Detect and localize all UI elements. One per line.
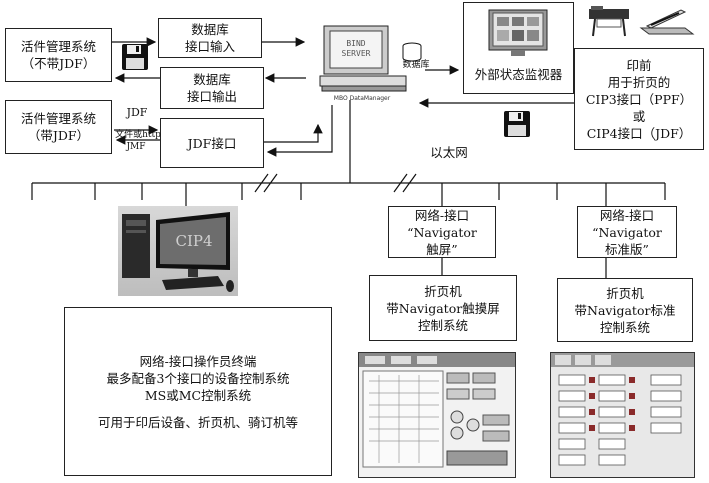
prepress-box: 印前 用于折页的 CIP3接口（PPF） 或 CIP4接口（JDF） — [574, 48, 704, 150]
server-line1: BIND — [346, 39, 365, 48]
box-text: 接口输入 — [184, 39, 235, 54]
box-text: CIP4接口（JDF） — [586, 125, 692, 141]
floppy-disk-icon — [504, 111, 530, 137]
pc-workstation-icon: CIP4 — [122, 212, 234, 292]
server-caption: MBO DataManager — [334, 95, 391, 102]
database-output-box: 数据库 接口输出 — [160, 67, 264, 109]
pc-workstation-photo: CIP4 — [118, 206, 238, 296]
touchscreen-panel-icon — [359, 353, 515, 468]
box-text: 印前 — [626, 57, 652, 73]
box-text: 最多配备3个接口的设备控制系统 — [106, 370, 290, 386]
plotter-icon — [589, 6, 629, 37]
box-text: JDF接口 — [187, 135, 237, 151]
box-text: MS或MC控制系统 — [144, 387, 252, 403]
box-text: “Navigator — [407, 224, 477, 240]
standard-panel-icon — [551, 353, 694, 466]
database-label: 数据库 — [402, 60, 430, 70]
database-input-box: 数据库 接口输入 — [158, 18, 262, 58]
database-cylinder-icon — [402, 42, 422, 62]
box-text: 活件管理系统 — [20, 111, 96, 126]
box-text: 触屏” — [426, 241, 458, 257]
operator-terminal-box: 网络-接口操作员终端 最多配备3个接口的设备控制系统 MS或MC控制系统 可用于… — [64, 307, 332, 476]
box-text: 可用于印后设备、折页机、骑订机等 — [97, 414, 298, 430]
box-text: “Navigator — [592, 224, 662, 240]
jmf-label: JMF — [126, 142, 146, 152]
jdf-interface-box: JDF接口 — [160, 118, 264, 168]
box-text: 活件管理系统 — [20, 39, 96, 54]
box-text: CIP3接口（PPF） — [585, 91, 693, 107]
network-interface-standard-box: 网络-接口 “Navigator 标准版” — [577, 206, 677, 258]
floppy-disk-icon — [122, 44, 148, 70]
scanner-icon — [639, 9, 695, 35]
box-text: 或 — [632, 108, 646, 124]
standard-panel-photo — [550, 352, 695, 478]
job-management-jdf-box: 活件管理系统 （带JDF） — [5, 100, 112, 154]
box-text: 接口输出 — [186, 89, 237, 104]
folder-touch-control-box: 折页机 带Navigator触摸屏 控制系统 — [369, 275, 517, 341]
touchscreen-panel-photo — [358, 352, 516, 478]
server-computer-icon: BIND SERVER MBO DataManager — [319, 25, 407, 102]
box-text: 数据库 — [191, 22, 229, 37]
box-text: 外部状态监视器 — [474, 67, 563, 82]
box-text: 折页机 — [606, 285, 644, 301]
box-text: 数据库 — [193, 72, 231, 87]
folder-standard-control-box: 折页机 带Navigator标准 控制系统 — [557, 278, 693, 342]
box-text: 控制系统 — [599, 319, 650, 335]
box-text: （带JDF） — [27, 128, 90, 143]
network-interface-touch-box: 网络-接口 “Navigator 触屏” — [388, 206, 496, 258]
box-text: （不带JDF） — [21, 56, 96, 71]
box-text: 带Navigator触摸屏 — [386, 300, 500, 316]
box-text: 网络-接口操作员终端 — [139, 353, 257, 369]
box-text: 折页机 — [424, 283, 462, 299]
box-text: 网络-接口 — [414, 207, 470, 223]
box-text: 网络-接口 — [599, 207, 655, 223]
server-line2: SERVER — [342, 49, 371, 58]
ethernet-label: 以太网 — [430, 145, 468, 160]
jdf-label: JDF — [126, 106, 148, 119]
box-text: 控制系统 — [417, 317, 468, 333]
box-text: 标准版” — [605, 241, 649, 257]
monitor-icon — [488, 9, 548, 56]
file-or-http-label: 文件或http — [115, 130, 161, 140]
job-management-no-jdf-box: 活件管理系统 （不带JDF） — [5, 28, 112, 82]
box-text: 用于折页的 — [607, 74, 671, 90]
box-text: 带Navigator标准 — [574, 302, 676, 318]
pc-screen-text: CIP4 — [175, 232, 212, 250]
